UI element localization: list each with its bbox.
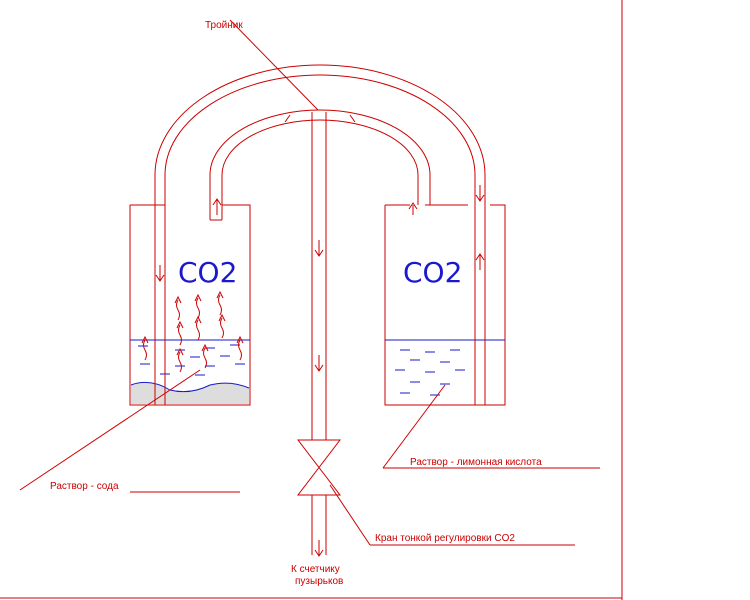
left-jar-sediment	[131, 382, 249, 404]
right-jar	[384, 204, 506, 406]
right-jar-gas-label: CO2	[403, 256, 462, 289]
tubes	[154, 64, 490, 555]
page-frame	[0, 0, 623, 600]
leader-lines	[19, 19, 600, 546]
tee-label: Тройник	[205, 20, 243, 31]
left-jar-gas-label: CO2	[178, 256, 237, 289]
counter-label-line2: пузырьков	[295, 576, 343, 587]
left-jar	[129, 204, 251, 406]
citric-label: Раствор - лимонная кислота	[410, 457, 542, 468]
gas-bubbles	[141, 290, 244, 373]
valve-label: Кран тонкой регулировки CO2	[375, 533, 515, 544]
counter-label-line1: К счетчику	[291, 564, 340, 575]
valve	[296, 439, 342, 496]
soda-label: Раствор - сода	[50, 481, 119, 492]
flow-arrows	[155, 185, 485, 557]
